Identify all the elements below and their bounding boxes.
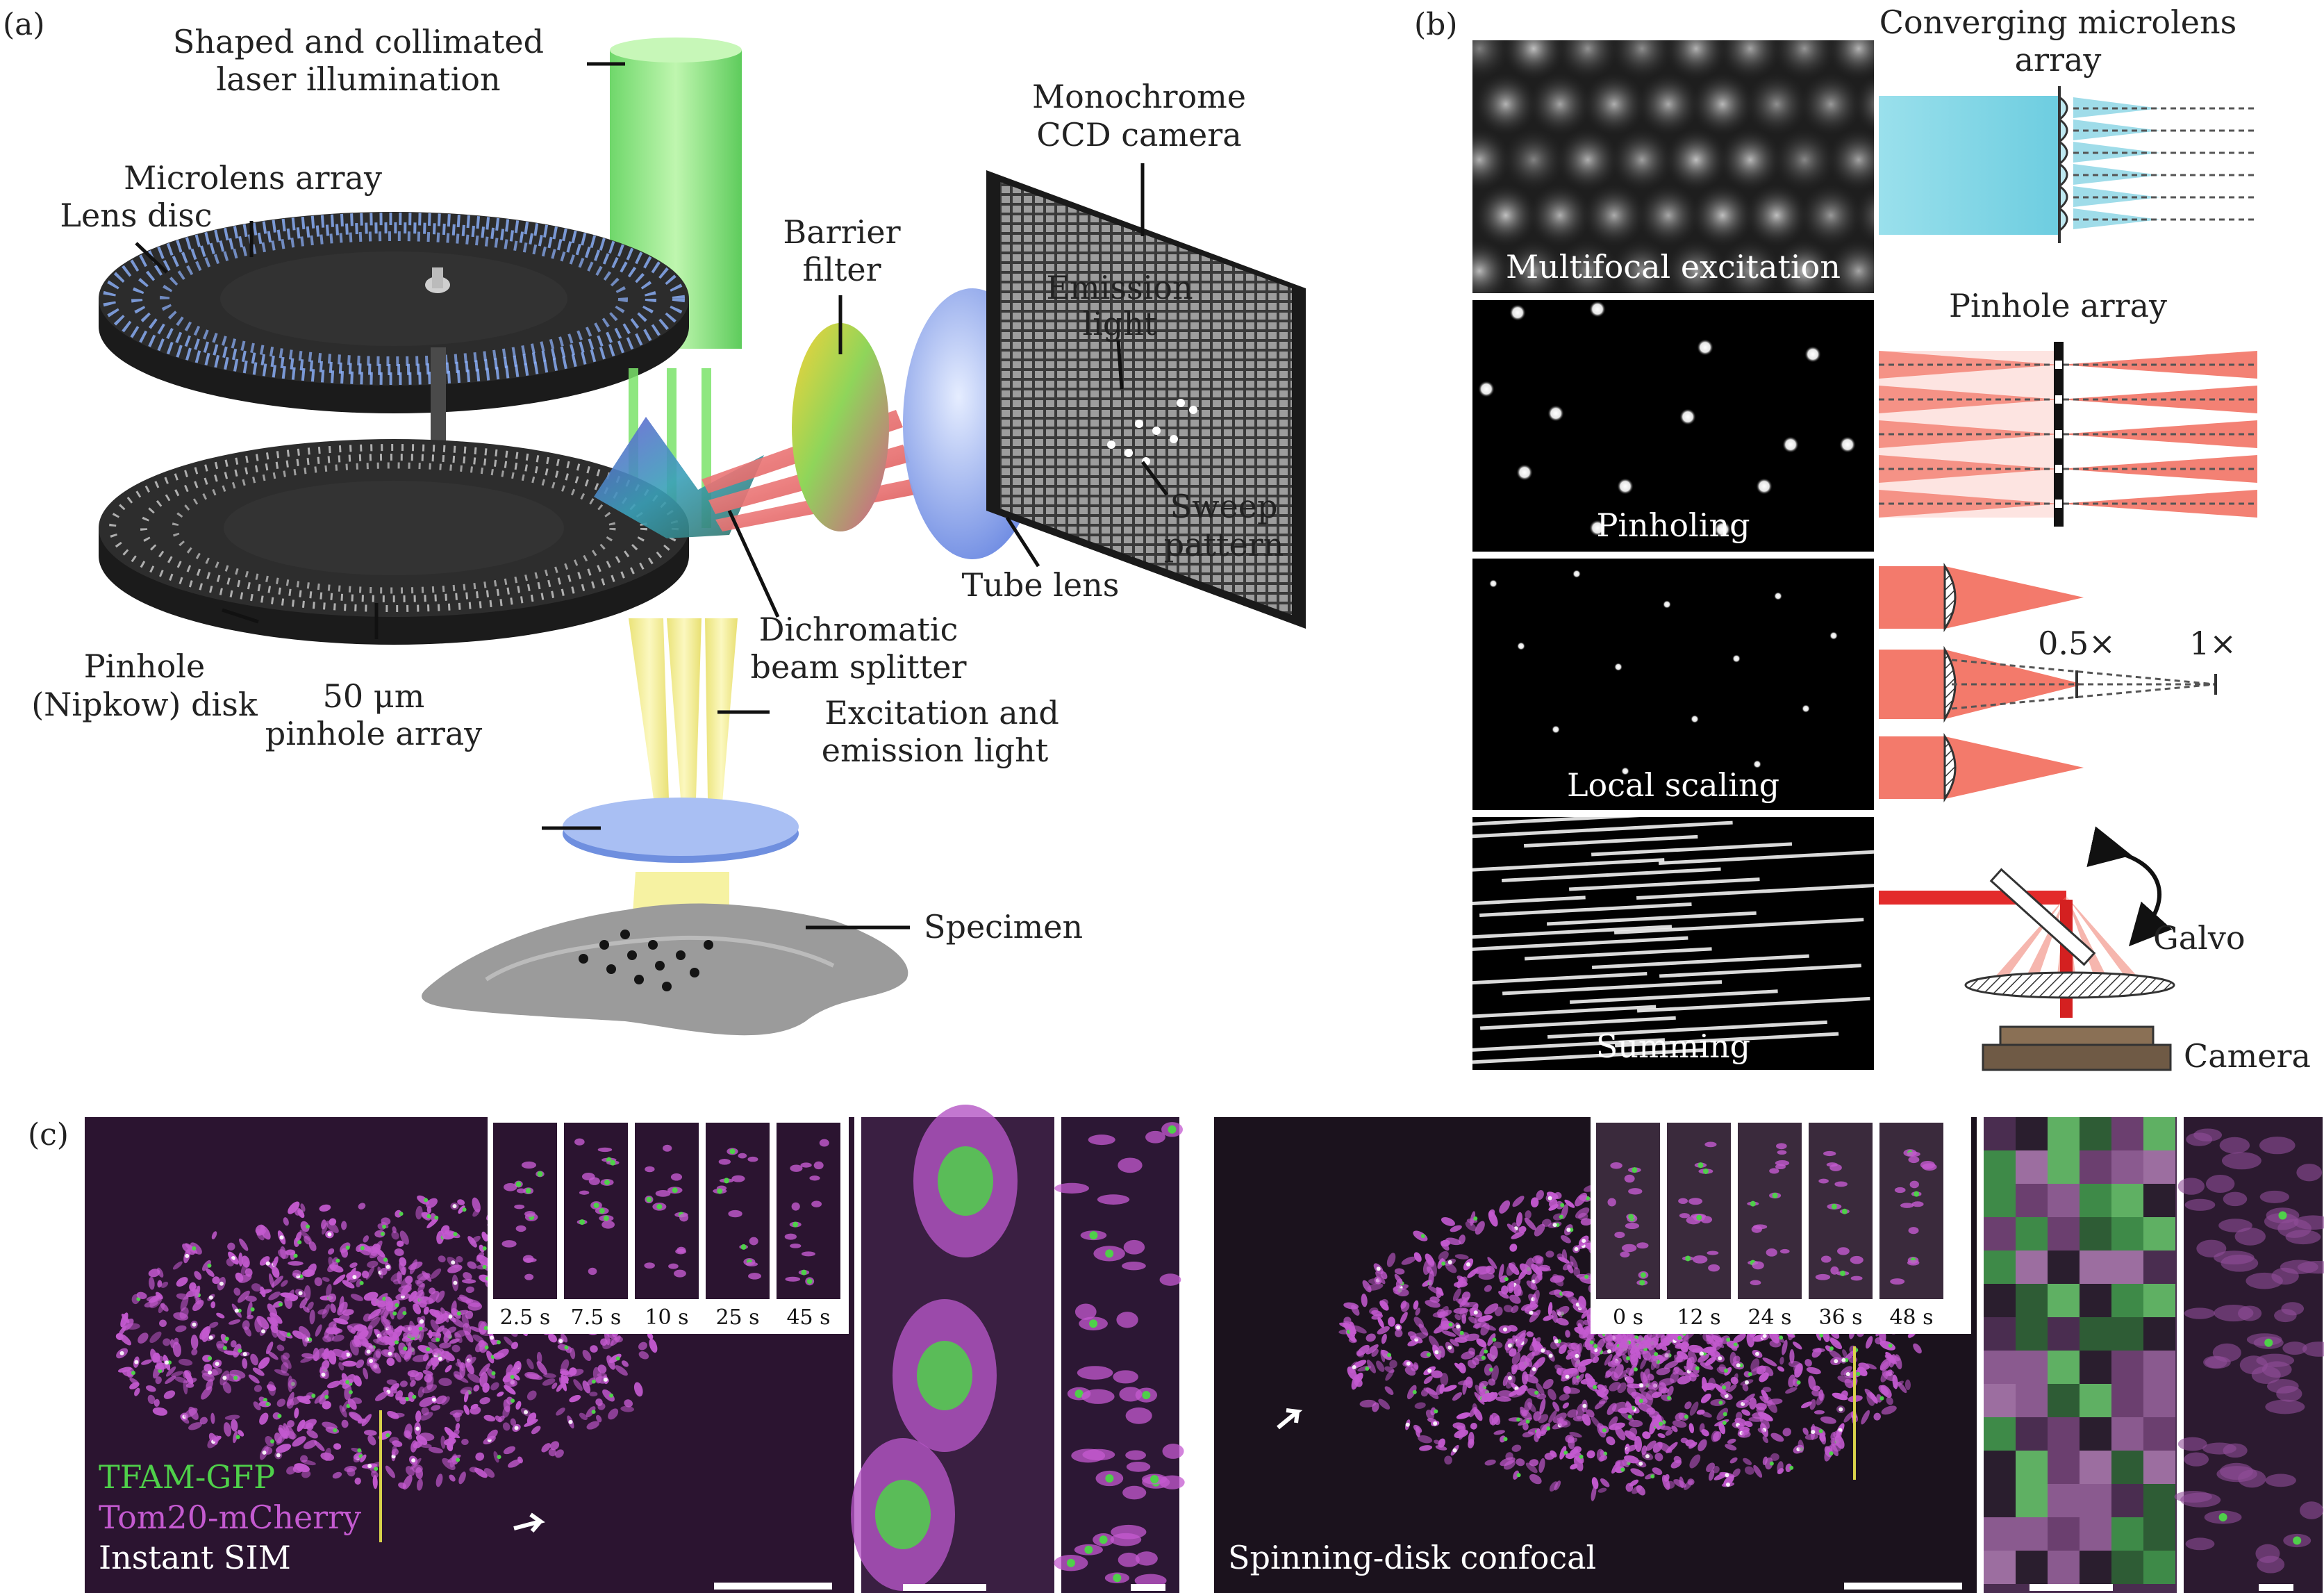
timepoint-label: 36 s [1818, 1305, 1862, 1330]
panel-c-tag: (c) [28, 1117, 69, 1153]
instant-sim-method-label: Instant SIM [99, 1539, 291, 1576]
galvo-diagram: Galvo Camera [1879, 826, 2311, 1075]
instant-sim-legend: TFAM-GFP Tom20-mCherry Instant SIM [99, 1458, 361, 1576]
excitation-label-line1: Excitation and [824, 694, 1059, 732]
legend-tfam: TFAM-GFP [99, 1458, 275, 1496]
leader-lines [135, 62, 1169, 930]
panel-a: (a) [3, 7, 1306, 1036]
sweep-label-line2: pattern [1164, 526, 1284, 563]
spinning-disk-arrow-icon [1277, 1408, 1303, 1430]
microlens-diagram-label-2: array [2015, 41, 2102, 79]
legend-tom20: Tom20-mCherry [99, 1499, 361, 1536]
ccd-camera [986, 170, 1306, 629]
instant-sim-timeseries: 2.5 s 7.5 s 10 s 25 s 45 s [488, 1117, 849, 1334]
timepoint-label: 25 s [715, 1305, 759, 1330]
multifocal-excitation-image [1472, 40, 1874, 293]
laser-label-line1: Shaped and collimated [173, 23, 544, 60]
emission-label-line2: light [1083, 305, 1157, 342]
timepoint-label: 2.5 s [500, 1305, 551, 1330]
instant-sim-kymograph [1054, 1117, 1185, 1593]
barrier-label-line2: filter [802, 251, 881, 288]
spinning-disk-scale-bar [1844, 1583, 1962, 1590]
dichroic-label-line2: beam splitter [751, 648, 967, 686]
sweep-label-line1: Sweep [1170, 488, 1278, 525]
specimen-label: Specimen [924, 908, 1083, 946]
lens-disc-label: Lens disc [60, 197, 212, 234]
camera-label-line2: CCD camera [1036, 116, 1241, 154]
lens-disc [99, 212, 689, 413]
excitation-label-line2: emission light [822, 732, 1049, 769]
spinning-disk-kymograph [2174, 1117, 2324, 1593]
microlens-diagram-label: Converging microlens [1879, 3, 2237, 41]
local-scaling-image [1472, 559, 1874, 810]
timepoint-label: 45 s [786, 1305, 830, 1330]
pinhole-disk-label-line2: (Nipkow) disk [31, 686, 258, 723]
galvo-label: Galvo [2153, 919, 2246, 957]
local-scaling-label: Local scaling [1567, 766, 1779, 804]
pinhole-array-label-line1: 50 μm [323, 677, 425, 715]
instant-sim-scale-bar [714, 1583, 832, 1590]
pinholing-image [1472, 300, 1874, 552]
yellow-beams [629, 618, 738, 924]
pinhole-diagram: Pinhole array [1879, 287, 2257, 527]
microlens-diagram: Converging microlens array [1879, 3, 2257, 243]
pinhole-disk [99, 439, 689, 645]
pinhole-diagram-label: Pinhole array [1949, 287, 2167, 324]
timepoint-label: 48 s [1889, 1305, 1933, 1330]
spinning-disk-timeseries: 0 s 12 s 24 s 36 s 48 s [1591, 1117, 1971, 1334]
timepoint-label: 12 s [1677, 1305, 1720, 1330]
dichroic-label-line1: Dichromatic [759, 611, 958, 648]
multifocal-excitation-label: Multifocal excitation [1506, 248, 1841, 286]
barrier-filter [792, 323, 889, 531]
scale-full-label: 1× [2189, 625, 2236, 662]
timepoint-label: 24 s [1748, 1305, 1791, 1330]
pinholing-label: Pinholing [1596, 506, 1750, 544]
tube-lens-label: Tube lens [962, 566, 1120, 604]
timepoint-label: 7.5 s [571, 1305, 622, 1330]
timepoint-label: 10 s [645, 1305, 688, 1330]
objective-lens [563, 798, 799, 863]
spinning-disk-method-label: Spinning-disk confocal [1228, 1539, 1596, 1576]
camera-label-line1: Monochrome [1032, 78, 1246, 115]
barrier-label-line1: Barrier [783, 213, 900, 251]
pinhole-array-label-line2: pinhole array [265, 715, 482, 752]
scale-half-label: 0.5× [2038, 625, 2116, 662]
instant-sim-zoom [851, 1105, 1054, 1593]
summing-image [1472, 817, 1874, 1070]
timepoint-label: 0 s [1613, 1305, 1643, 1330]
instant-sim-arrow-icon [513, 1512, 545, 1533]
panel-b-tag: (b) [1414, 7, 1458, 42]
local-scaling-diagram: 0.5× 1× [1879, 563, 2236, 802]
panel-a-tag: (a) [3, 7, 45, 42]
camera-label: Camera [2184, 1037, 2311, 1075]
specimen-cell [422, 903, 908, 1036]
emission-label-line1: Emission [1046, 269, 1193, 306]
pinhole-disk-label-line1: Pinhole [84, 647, 206, 685]
summing-label: Summing [1596, 1027, 1750, 1065]
microlens-array-label: Microlens array [124, 159, 382, 197]
spinning-disk-zoom [1984, 1117, 2177, 1593]
panel-b: (b) Multifocal excitation Pinholing Loca… [1414, 3, 2311, 1075]
panel-a-labels: Shaped and collimated laser illumination… [31, 23, 1284, 946]
panel-c: (c) TFAM-GFP Tom20-mCherry Instant SIM 2… [28, 1105, 2324, 1593]
laser-label-line2: laser illumination [216, 60, 500, 98]
